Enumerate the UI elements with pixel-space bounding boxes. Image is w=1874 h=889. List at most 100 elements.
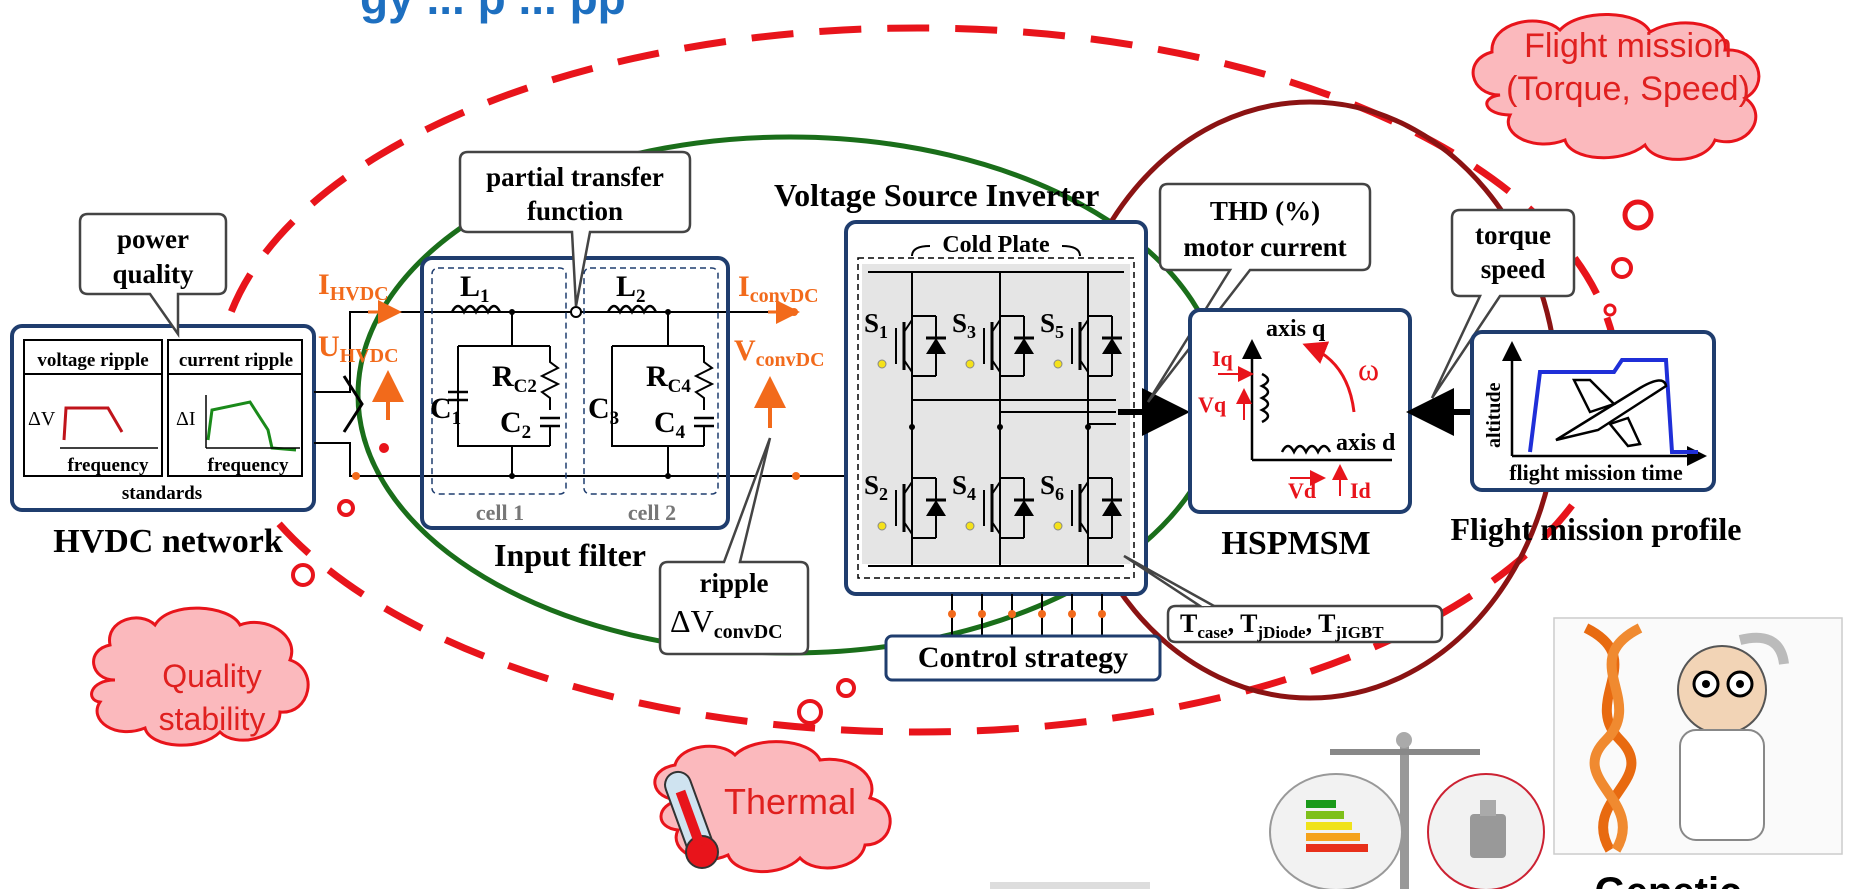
axis-d-label: axis d [1336,430,1396,456]
thought-bubble [291,563,315,587]
voltage-ripple-curve [62,406,124,441]
cold-plate-label: Cold Plate [942,232,1050,258]
control-pins [948,594,1106,636]
delta-v-label: ΔV [28,408,56,430]
vsi-block: Cold Plate [844,220,1148,596]
omega-label: ω [1358,351,1379,387]
switch-s2-label: S2 [864,470,888,504]
mission-time-label: flight mission time [1509,460,1683,485]
igbt-switch-icon [1053,477,1122,539]
thd-callout: THD (%) motor current [1146,182,1372,403]
torque-speed-callout: torque speed [1430,208,1576,399]
switch-s3-label: S3 [952,308,976,342]
power-quality-line1: power [117,224,189,254]
switch-s1-label: S1 [864,308,888,342]
i-convdc-label: IconvDC [738,270,819,307]
cell2-label: cell 2 [628,500,676,525]
speed-label: speed [1481,254,1546,284]
phase-node [909,424,915,430]
connector-chevron [342,375,364,433]
inductor-l2 [606,304,658,315]
airplane-icon [1555,378,1668,448]
thermal-cloud-label: Thermal [724,781,856,822]
voltage-ripple-label: voltage ripple [37,350,148,371]
partial-transfer-line2: function [527,196,623,226]
thought-bubble [1603,303,1617,317]
thought-bubble [797,699,823,725]
frequency-label-v: frequency [68,455,149,476]
temperature-callout: Tcase,TjDiode,TjIGBT [1123,554,1444,644]
dc-bus-bottom-wire [314,442,860,477]
input-filter-block: cell 1 cell 2 L1 L2 C1 RC2 C2 C3 [420,256,730,530]
l1-label: L1 [460,270,490,307]
flight-mission-title: Flight mission profile [1451,511,1742,547]
i-hvdc-label: IHVDC [318,268,389,305]
c1-label: C1 [430,392,461,429]
rotation-arrow [1302,341,1356,413]
thought-bubble [337,499,355,517]
ripple-callout: ripple ΔVconvDC [658,437,810,656]
thought-bubble [1611,257,1633,279]
thermal-cloud: Thermal [653,740,892,873]
current-ripple-label: current ripple [179,350,293,371]
partial-transfer-callout: partial transfer function [458,150,692,307]
input-filter-title: Input filter [494,537,646,573]
quality-cloud-line2: stability [159,701,266,737]
phase-node [997,424,1003,430]
hspmsm-title: HSPMSM [1221,525,1370,562]
switch-s6-label: S6 [1040,470,1064,504]
quality-stability-cloud: Quality stability [90,606,310,747]
quality-cloud-line1: Quality [162,658,262,694]
altitude-label: altitude [1483,382,1505,448]
vd-label: Vd [1288,478,1316,503]
genetic-illustration [1553,617,1843,855]
flight-cloud-line1: Flight mission [1524,27,1732,65]
rc2-label: RC2 [492,360,537,397]
switch-s5-label: S5 [1040,308,1064,342]
torque-label: torque [1475,220,1551,250]
control-strategy-box [884,634,1162,682]
phase-node [1085,424,1091,430]
c2-label: C2 [500,406,531,443]
power-quality-line2: quality [112,259,194,289]
thd-line1: THD (%) [1210,196,1320,226]
header-fragment: gy ... p ... pp [360,0,626,24]
standards-label: standards [122,483,202,504]
vsi-title: Voltage Source Inverter [774,177,1099,213]
resistor-rc2 [539,346,561,410]
ripple-line1: ripple [699,568,768,598]
igbt-switch-icon [965,477,1034,539]
u-hvdc-label: UHVDC [318,330,399,367]
flight-cloud-line2: (Torque, Speed) [1506,70,1750,108]
l2-label: L2 [616,270,646,307]
v-convdc-label: VconvDC [734,334,825,371]
cell1-label: cell 1 [476,500,524,525]
q-coil [1259,372,1270,424]
transfer-node [570,306,582,318]
igbt-switch-icon [877,477,946,539]
control-strategy-label: Control strategy [918,641,1128,674]
thought-bubble [836,678,856,698]
balance-scale-illustration [1269,732,1545,889]
altitude-profile-curve [1528,358,1698,454]
igbt-switch-icon [1053,315,1122,377]
id-label: Id [1350,478,1371,503]
axis-q-label: axis q [1266,316,1326,342]
flight-mission-cloud: Flight mission (Torque, Speed) [1471,13,1761,161]
inductor-l1 [450,304,502,315]
temperatures-label: Tcase,TjDiode,TjIGBT [1180,609,1384,642]
hspmsm-block: axis q axis d ω Iq Vq Vd Id [1188,308,1412,514]
power-quality-callout: power quality [78,212,228,338]
igbt-switch-icon [877,315,946,377]
thought-bubble [379,443,389,453]
thought-bubble [1622,199,1654,231]
resistor-rc4 [693,346,715,410]
ripple-line2: ΔVconvDC [670,603,783,643]
c3-label: C3 [588,392,619,429]
bottom-image-fragment [990,882,1150,889]
delta-i-label: ΔI [176,408,196,430]
vq-label: Vq [1198,392,1227,417]
switch-s4-label: S4 [952,470,976,504]
rc4-label: RC4 [646,360,691,397]
flight-mission-block: altitude flight mission time [1470,330,1716,492]
